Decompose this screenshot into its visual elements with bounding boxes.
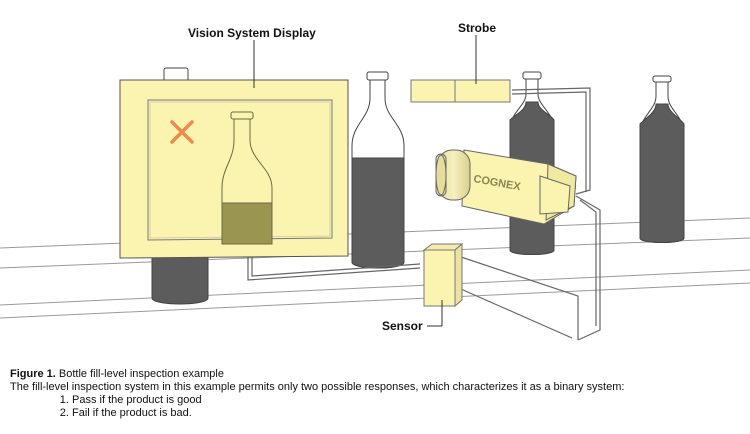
bottle-left — [151, 67, 209, 305]
response-item-fail: Fail if the product is bad. — [72, 407, 740, 420]
display-bottle — [221, 111, 273, 245]
sensor-block — [422, 242, 464, 308]
wiring — [247, 87, 601, 341]
inspection-illustration: COGNEX — [0, 35, 750, 341]
figure-title-line: Figure 1. Bottle fill-level inspection e… — [10, 368, 740, 381]
strobe-label: Strobe — [458, 21, 497, 35]
vision-display-label: Vision System Display — [188, 26, 316, 40]
figure-description: The fill-level inspection system in this… — [10, 381, 625, 393]
fail-x-icon — [170, 120, 194, 144]
camera — [435, 149, 577, 225]
strobe-light — [410, 79, 511, 103]
response-list: Pass if the product is good Fail if the … — [10, 394, 740, 420]
bottle-right — [639, 75, 685, 243]
leader-lines — [253, 35, 477, 327]
vision-display — [119, 79, 349, 259]
figure-title: Bottle fill-level inspection example — [58, 368, 224, 380]
bottle-center — [351, 71, 405, 269]
figure-label: Figure 1. — [10, 368, 56, 380]
figure-caption: Figure 1. Bottle fill-level inspection e… — [10, 368, 740, 420]
sensor-label: Sensor — [382, 319, 423, 333]
response-item-pass: Pass if the product is good — [72, 394, 740, 407]
